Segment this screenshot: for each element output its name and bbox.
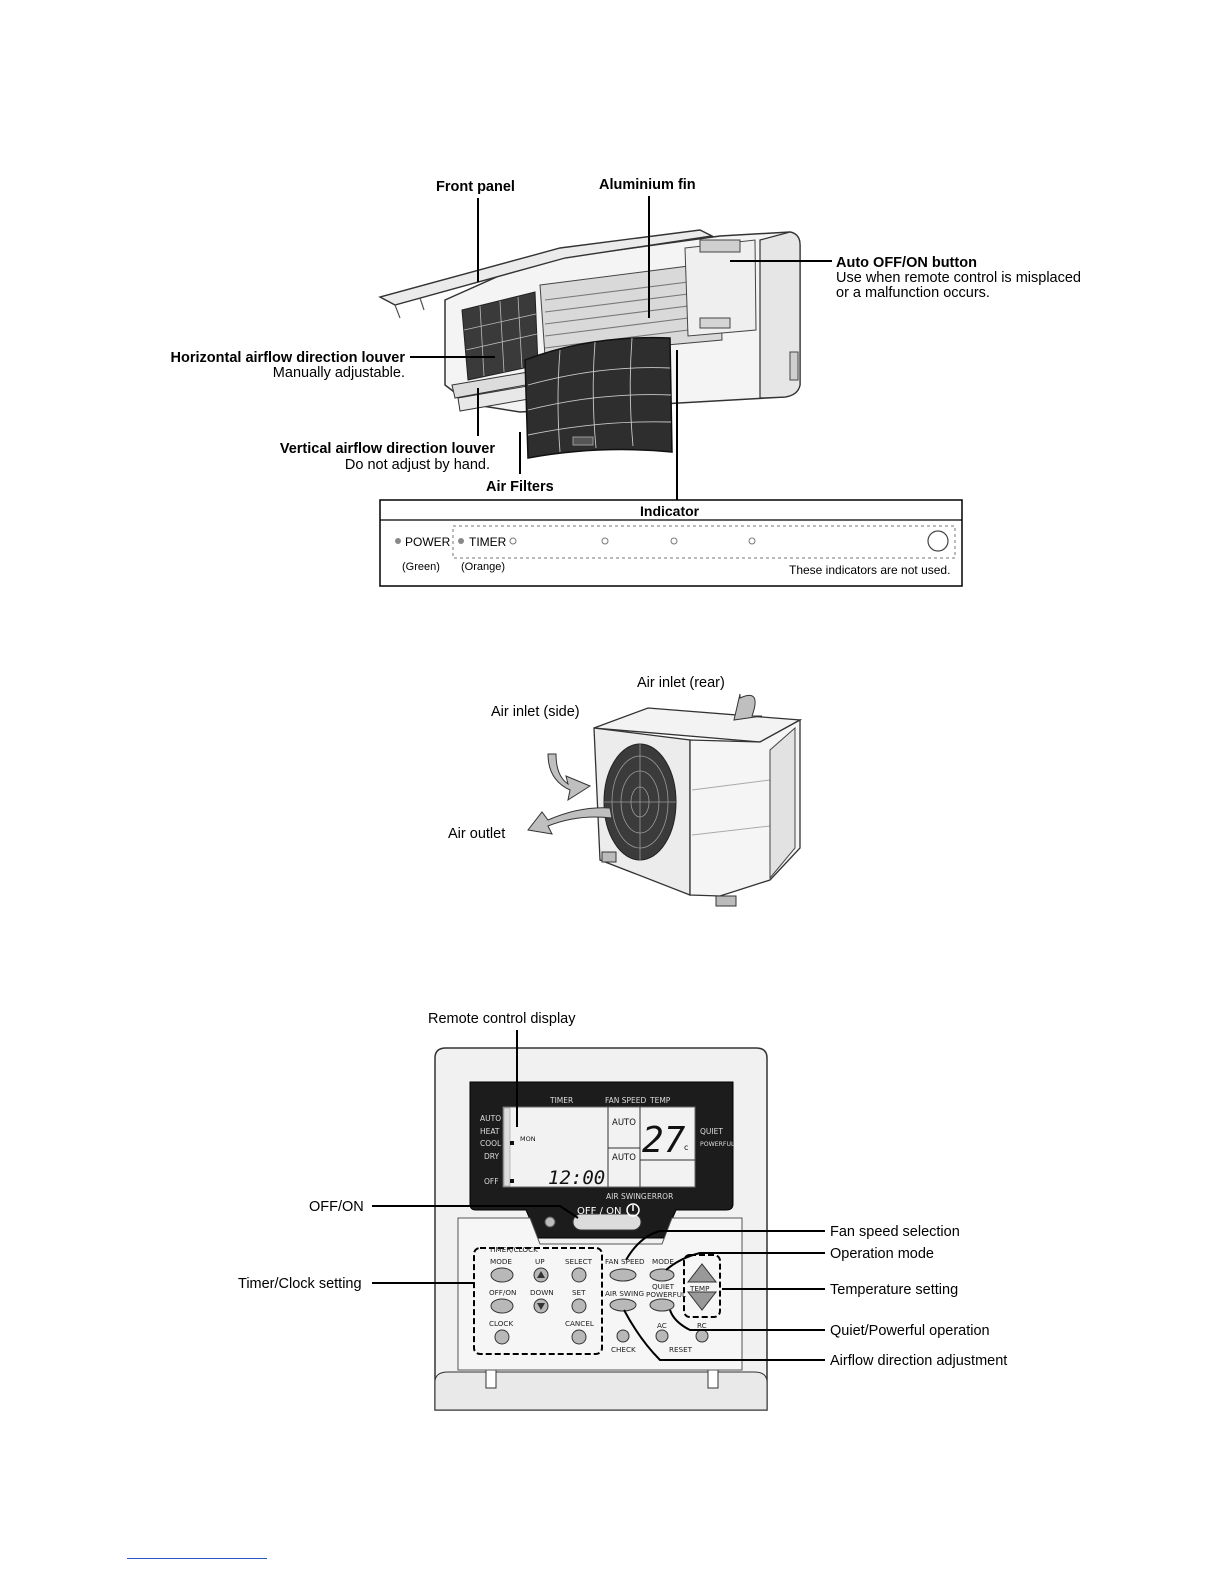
lcd-timer-label: TIMER <box>549 1096 573 1105</box>
lcd-swing-auto: AUTO <box>612 1153 636 1163</box>
indicator-power: POWER <box>405 535 451 549</box>
label-timer-clock-setting: Timer/Clock setting <box>238 1276 362 1292</box>
lcd-temperature: 27 <box>642 1120 686 1161</box>
outdoor-unit-illustration <box>527 693 803 907</box>
label-vertical-louver: Vertical airflow direction louver <box>279 441 495 457</box>
label-fan-speed-selection: Fan speed selection <box>830 1224 960 1240</box>
btn-ac-label: AC <box>657 1321 667 1330</box>
indicator-timer: TIMER <box>469 535 507 549</box>
btn-reset-label: RESET <box>669 1345 693 1354</box>
label-air-filters: Air Filters <box>486 479 554 495</box>
footnote-rule <box>127 1558 267 1559</box>
indicator-not-used-note: These indicators are not used. <box>789 563 951 577</box>
label-auto-button-desc-2: or a malfunction occurs. <box>836 285 990 301</box>
off-on-panel-label: OFF / ON <box>577 1206 621 1217</box>
lcd-day: MON <box>520 1135 536 1143</box>
btn-mode-label: MODE <box>490 1257 512 1266</box>
indoor-unit-illustration <box>378 229 801 459</box>
btn-op-mode-label: MODE <box>652 1257 674 1266</box>
power-icon <box>626 1203 640 1217</box>
btn-down-label: DOWN <box>530 1288 554 1297</box>
label-off-on: OFF/ON <box>309 1199 364 1215</box>
label-operation-mode: Operation mode <box>830 1246 934 1262</box>
label-air-inlet-side: Air inlet (side) <box>491 704 580 720</box>
btn-rc-label: RC <box>697 1321 707 1330</box>
indoor-leader-lines <box>410 196 832 500</box>
lcd-temp-label: TEMP <box>649 1096 671 1105</box>
indicator-panel <box>379 499 963 587</box>
indicator-title: Indicator <box>640 503 700 519</box>
btn-set-label: SET <box>572 1288 586 1297</box>
btn-powerful-label: POWERFUL <box>646 1290 686 1299</box>
mode-cool-label: COOL <box>480 1139 502 1148</box>
btn-up-label: UP <box>535 1257 545 1266</box>
label-front-panel: Front panel <box>436 179 515 195</box>
label-airflow-adjustment: Airflow direction adjustment <box>830 1353 1008 1369</box>
label-air-outlet: Air outlet <box>448 826 506 842</box>
remote-leader-lines <box>372 1030 825 1361</box>
btn-off-on-label: OFF/ON <box>489 1288 516 1297</box>
label-vertical-louver-desc: Do not adjust by hand. <box>344 457 490 473</box>
label-air-inlet-rear: Air inlet (rear) <box>637 675 725 691</box>
lcd-powerful-label: POWERFUL <box>700 1141 735 1148</box>
label-quiet-powerful: Quiet/Powerful operation <box>830 1323 990 1339</box>
lcd-air-swing-label: AIR SWING <box>606 1192 647 1201</box>
label-auto-button: Auto OFF/ON button <box>836 255 977 271</box>
remote-display-text: TIMER FAN SPEED TEMP AUTO HEAT COOL DRY … <box>480 1096 735 1354</box>
mode-auto-label: AUTO <box>480 1114 501 1123</box>
lcd-error-label: ERROR <box>647 1192 673 1201</box>
btn-temp-label: TEMP <box>689 1284 710 1293</box>
label-horizontal-louver: Horizontal airflow direction louver <box>170 350 405 366</box>
btn-cancel-label: CANCEL <box>565 1319 594 1328</box>
mode-dry-label: DRY <box>484 1152 500 1161</box>
btn-quiet-label: QUIET <box>652 1282 675 1291</box>
timer-clock-group-label: TIMER/CLOCK <box>488 1245 538 1254</box>
btn-clock-label: CLOCK <box>489 1319 513 1328</box>
lcd-fan-auto: AUTO <box>612 1118 636 1128</box>
indicator-timer-color: (Orange) <box>461 561 506 573</box>
btn-air-swing-label: AIR SWING <box>605 1289 644 1298</box>
lcd-quiet-label: QUIET <box>700 1127 723 1136</box>
mode-heat-label: HEAT <box>480 1127 500 1136</box>
label-horizontal-louver-desc: Manually adjustable. <box>272 365 405 381</box>
btn-fan-speed-label: FAN SPEED <box>605 1257 645 1266</box>
indicator-power-color: (Green) <box>402 561 440 573</box>
remote-control-illustration <box>434 1047 768 1411</box>
label-temperature-setting: Temperature setting <box>830 1282 959 1298</box>
lcd-temp-unit: c <box>684 1143 688 1152</box>
label-aluminium-fin: Aluminium fin <box>599 177 696 193</box>
label-auto-button-desc-1: Use when remote control is misplaced <box>836 270 1081 286</box>
btn-select-label: SELECT <box>565 1257 593 1266</box>
lcd-fan-speed-label: FAN SPEED <box>605 1096 647 1105</box>
btn-check-label: CHECK <box>611 1345 636 1354</box>
mode-off-label: OFF <box>484 1177 499 1186</box>
label-remote-display: Remote control display <box>428 1011 576 1027</box>
lcd-time: 12:00 <box>548 1167 605 1189</box>
